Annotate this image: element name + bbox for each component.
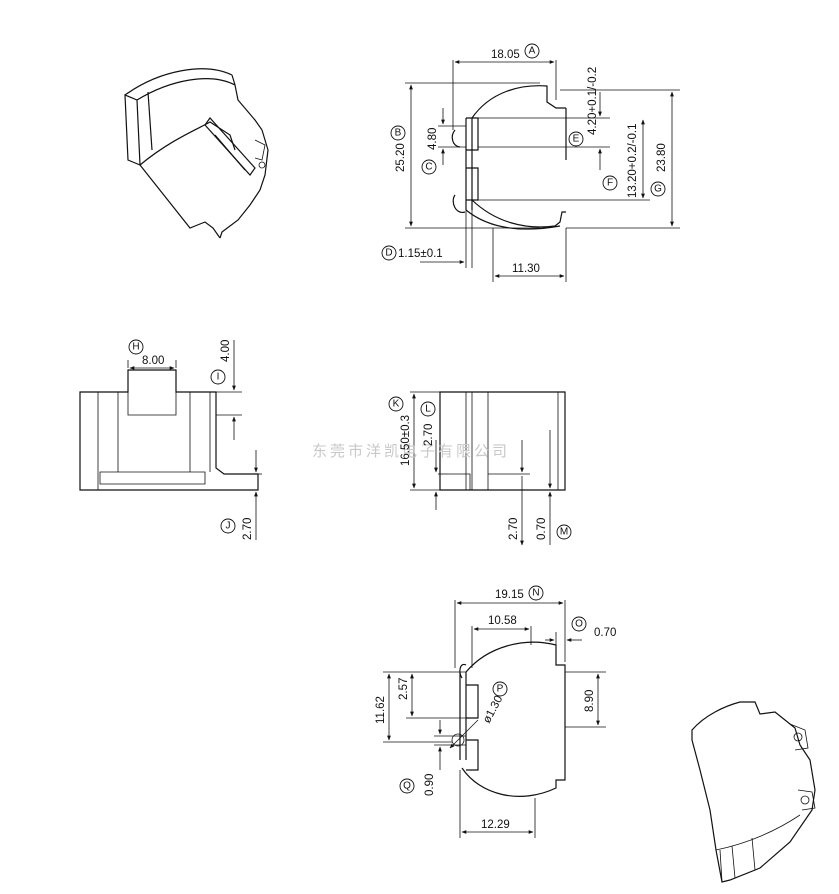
- dim-o-thickness: 0.70: [594, 627, 616, 639]
- svg-text:K: K: [393, 399, 400, 410]
- svg-text:L: L: [425, 404, 431, 415]
- label-c: C: [421, 159, 437, 175]
- label-b: B: [390, 125, 406, 141]
- dim-8-90: 8.90: [584, 690, 596, 712]
- label-p: P: [492, 681, 508, 697]
- label-j: J: [220, 518, 236, 534]
- label-i: I: [210, 369, 226, 385]
- iso-view-top: [124, 68, 269, 239]
- dim-diameter: ø1.30: [481, 694, 505, 726]
- svg-text:G: G: [654, 184, 662, 195]
- dim-m2: 0.70: [536, 518, 548, 540]
- svg-text:P: P: [497, 684, 504, 695]
- dim-j-height: 2.70: [242, 518, 254, 540]
- dim-11-62: 11.62: [375, 696, 387, 724]
- dim-pin-offset: 1.15±0.1: [398, 248, 443, 260]
- svg-text:I: I: [217, 372, 220, 383]
- dim-q-value: 0.90: [424, 774, 436, 796]
- svg-text:B: B: [395, 128, 402, 139]
- dim-k-height: 16.50±0.3: [400, 415, 412, 466]
- iso-view-bottom: [691, 701, 816, 883]
- dim-top-height: 25.20: [395, 143, 407, 172]
- dim-base-width: 11.30: [512, 263, 540, 275]
- label-h: H: [128, 339, 144, 355]
- side-view-left: [79, 340, 262, 540]
- label-g: G: [650, 181, 666, 197]
- dim-slot-height: 4.80: [427, 128, 439, 150]
- dim-total-height: 23.80: [656, 143, 668, 172]
- label-n: N: [528, 585, 544, 601]
- label-o: O: [571, 616, 587, 632]
- svg-text:J: J: [226, 521, 231, 532]
- label-f: F: [602, 175, 618, 191]
- svg-text:A: A: [529, 46, 536, 57]
- svg-text:H: H: [132, 342, 139, 353]
- label-d: D: [381, 245, 397, 261]
- label-q: Q: [399, 778, 415, 794]
- svg-text:O: O: [575, 619, 583, 630]
- svg-text:E: E: [573, 134, 580, 145]
- dim-inner-width: 10.58: [488, 615, 517, 627]
- dim-2-57: 2.57: [398, 678, 410, 700]
- label-k: K: [388, 396, 404, 412]
- dim-h-width: 8.00: [142, 355, 164, 367]
- svg-text:N: N: [532, 588, 539, 599]
- bottom-view: [383, 600, 606, 838]
- dim-l-height: 2.70: [423, 424, 435, 446]
- front-view: [405, 60, 680, 282]
- svg-text:M: M: [560, 527, 568, 538]
- svg-text:F: F: [607, 178, 613, 189]
- dim-n-width: 19.15: [495, 589, 524, 601]
- dim-i-height: 4.00: [220, 340, 232, 362]
- label-m: M: [556, 524, 572, 540]
- dim-f-tolerance: 13.20+0.2/-0.1: [627, 124, 639, 199]
- dim-bottom-width: 12.29: [481, 819, 510, 831]
- label-e: E: [568, 131, 584, 147]
- svg-text:D: D: [385, 248, 392, 259]
- svg-text:C: C: [425, 162, 432, 173]
- watermark-text: 东莞市洋凯电子有限公司: [312, 442, 510, 460]
- dim-e-tolerance: 4.20+0.1/-0.2: [587, 67, 599, 135]
- side-view-middle: [410, 391, 566, 546]
- label-l: L: [420, 401, 436, 417]
- label-a: A: [524, 43, 540, 59]
- dim-top-width: 18.05: [491, 49, 520, 61]
- dim-m1: 2.70: [508, 518, 520, 540]
- svg-text:Q: Q: [403, 781, 411, 792]
